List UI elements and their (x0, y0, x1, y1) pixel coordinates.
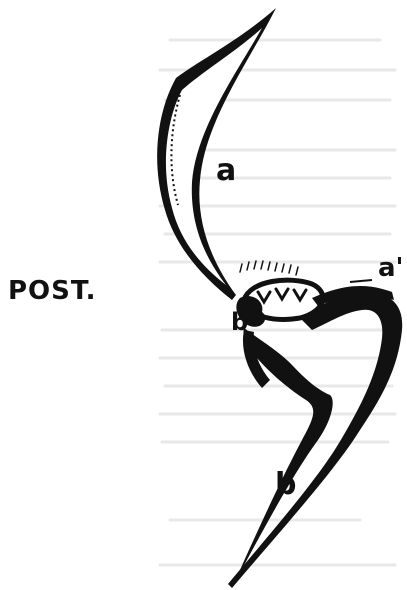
posterior-label: POST. (8, 278, 97, 304)
label-a: a (216, 156, 236, 186)
hatch-marks (240, 261, 298, 275)
label-a-prime: a' (378, 255, 404, 281)
label-b-prime: b' (231, 310, 256, 334)
label-b: b (275, 470, 296, 500)
lower-flap-outline (232, 328, 333, 588)
upper-flap-inner (166, 28, 262, 285)
suture-stitches (258, 289, 306, 302)
a-prime-dash (350, 280, 372, 282)
